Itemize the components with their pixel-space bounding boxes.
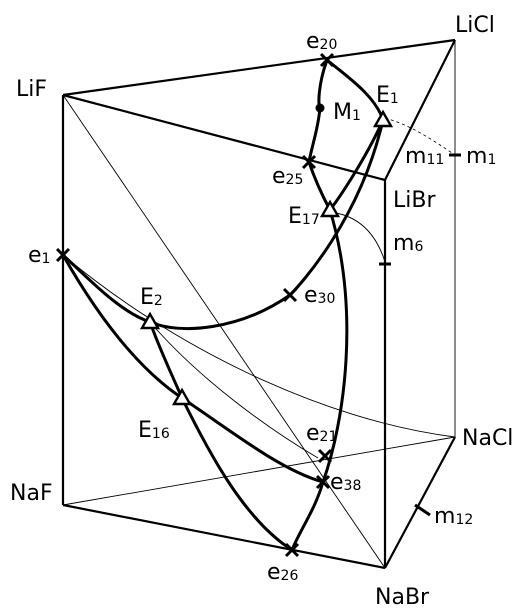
- x-markers: [55, 52, 335, 558]
- curve-E16-e26: [180, 397, 293, 552]
- curve-e1-E16: [61, 254, 183, 400]
- curve-E1-E17: [328, 119, 385, 211]
- hidden-edge-naf-nacl: [62, 436, 456, 506]
- prism-edges: [61, 38, 456, 570]
- e30-label: e30: [304, 283, 335, 308]
- e21-label: e21: [306, 421, 337, 446]
- E17-label: E17: [288, 204, 320, 229]
- diagonal-e1-nacl: [62, 254, 456, 438]
- vertex-nabr-label: NaBr: [375, 585, 430, 610]
- M1-dot: [315, 103, 325, 113]
- vertex-labels: LiF LiCl LiBr NaF NaCl NaBr: [10, 13, 513, 610]
- E16-marker: [171, 387, 193, 406]
- vertex-libr-label: LiBr: [393, 188, 436, 213]
- curve-e38-e26: [290, 481, 325, 551]
- curves: [61, 58, 385, 552]
- e38-label: e38: [330, 470, 361, 495]
- edge-libr-licl: [384, 39, 456, 181]
- E1-label: E1: [376, 83, 399, 108]
- e26-marker: [284, 542, 300, 558]
- edge-lif-libr: [62, 93, 386, 182]
- m6-label: m6: [393, 231, 423, 256]
- e38-marker: [315, 474, 331, 490]
- e30-marker: [282, 287, 298, 303]
- thin-lines: [62, 40, 456, 569]
- dashed-m11-m1: [384, 117, 456, 156]
- M1-label: M1: [333, 100, 361, 125]
- e26-label: e26: [267, 560, 298, 585]
- curve-E17-e38: [321, 209, 349, 483]
- vertex-licl-label: LiCl: [455, 13, 495, 38]
- E2-label: E2: [140, 285, 163, 310]
- m11-label: m11: [405, 144, 444, 169]
- vertex-lif-label: LiF: [16, 77, 47, 102]
- vertex-naf-label: NaF: [10, 481, 53, 506]
- edge-naf-nabr: [62, 503, 386, 570]
- curve-E16-e38: [181, 396, 324, 484]
- E1-marker: [372, 109, 394, 128]
- e21-marker: [317, 448, 333, 464]
- m1-label: m1: [466, 144, 496, 169]
- E2-marker: [139, 311, 161, 330]
- E17-marker: [319, 199, 341, 218]
- diagonal-e2-e21: [149, 321, 319, 459]
- edge-lif-licl: [62, 38, 456, 97]
- edge-ticks: [379, 153, 461, 517]
- e1-marker: [55, 247, 71, 263]
- curve-e25-E17: [307, 161, 332, 211]
- m12-label: m12: [434, 504, 473, 529]
- e20-label: e20: [306, 29, 337, 54]
- e20-marker: [319, 52, 335, 68]
- edge-nabr-nacl: [384, 436, 456, 569]
- e25-label: e25: [272, 164, 303, 189]
- diagonal-lif-nabr: [62, 94, 386, 569]
- curve-E2-E16: [148, 321, 184, 399]
- e1-label: e1: [28, 243, 50, 268]
- vertex-nacl-label: NaCl: [462, 426, 513, 451]
- E16-label: E16: [138, 418, 170, 443]
- curve-e1-E2: [61, 253, 151, 324]
- point-labels: e20 E1 M1 m11 m1 e25 E17 m6 e1 e30 E2 E1…: [28, 29, 496, 585]
- e25-marker: [301, 154, 317, 170]
- curve-E1-e30-E2: [149, 119, 385, 331]
- m12-tick: [414, 503, 431, 517]
- triangle-markers: [139, 109, 394, 406]
